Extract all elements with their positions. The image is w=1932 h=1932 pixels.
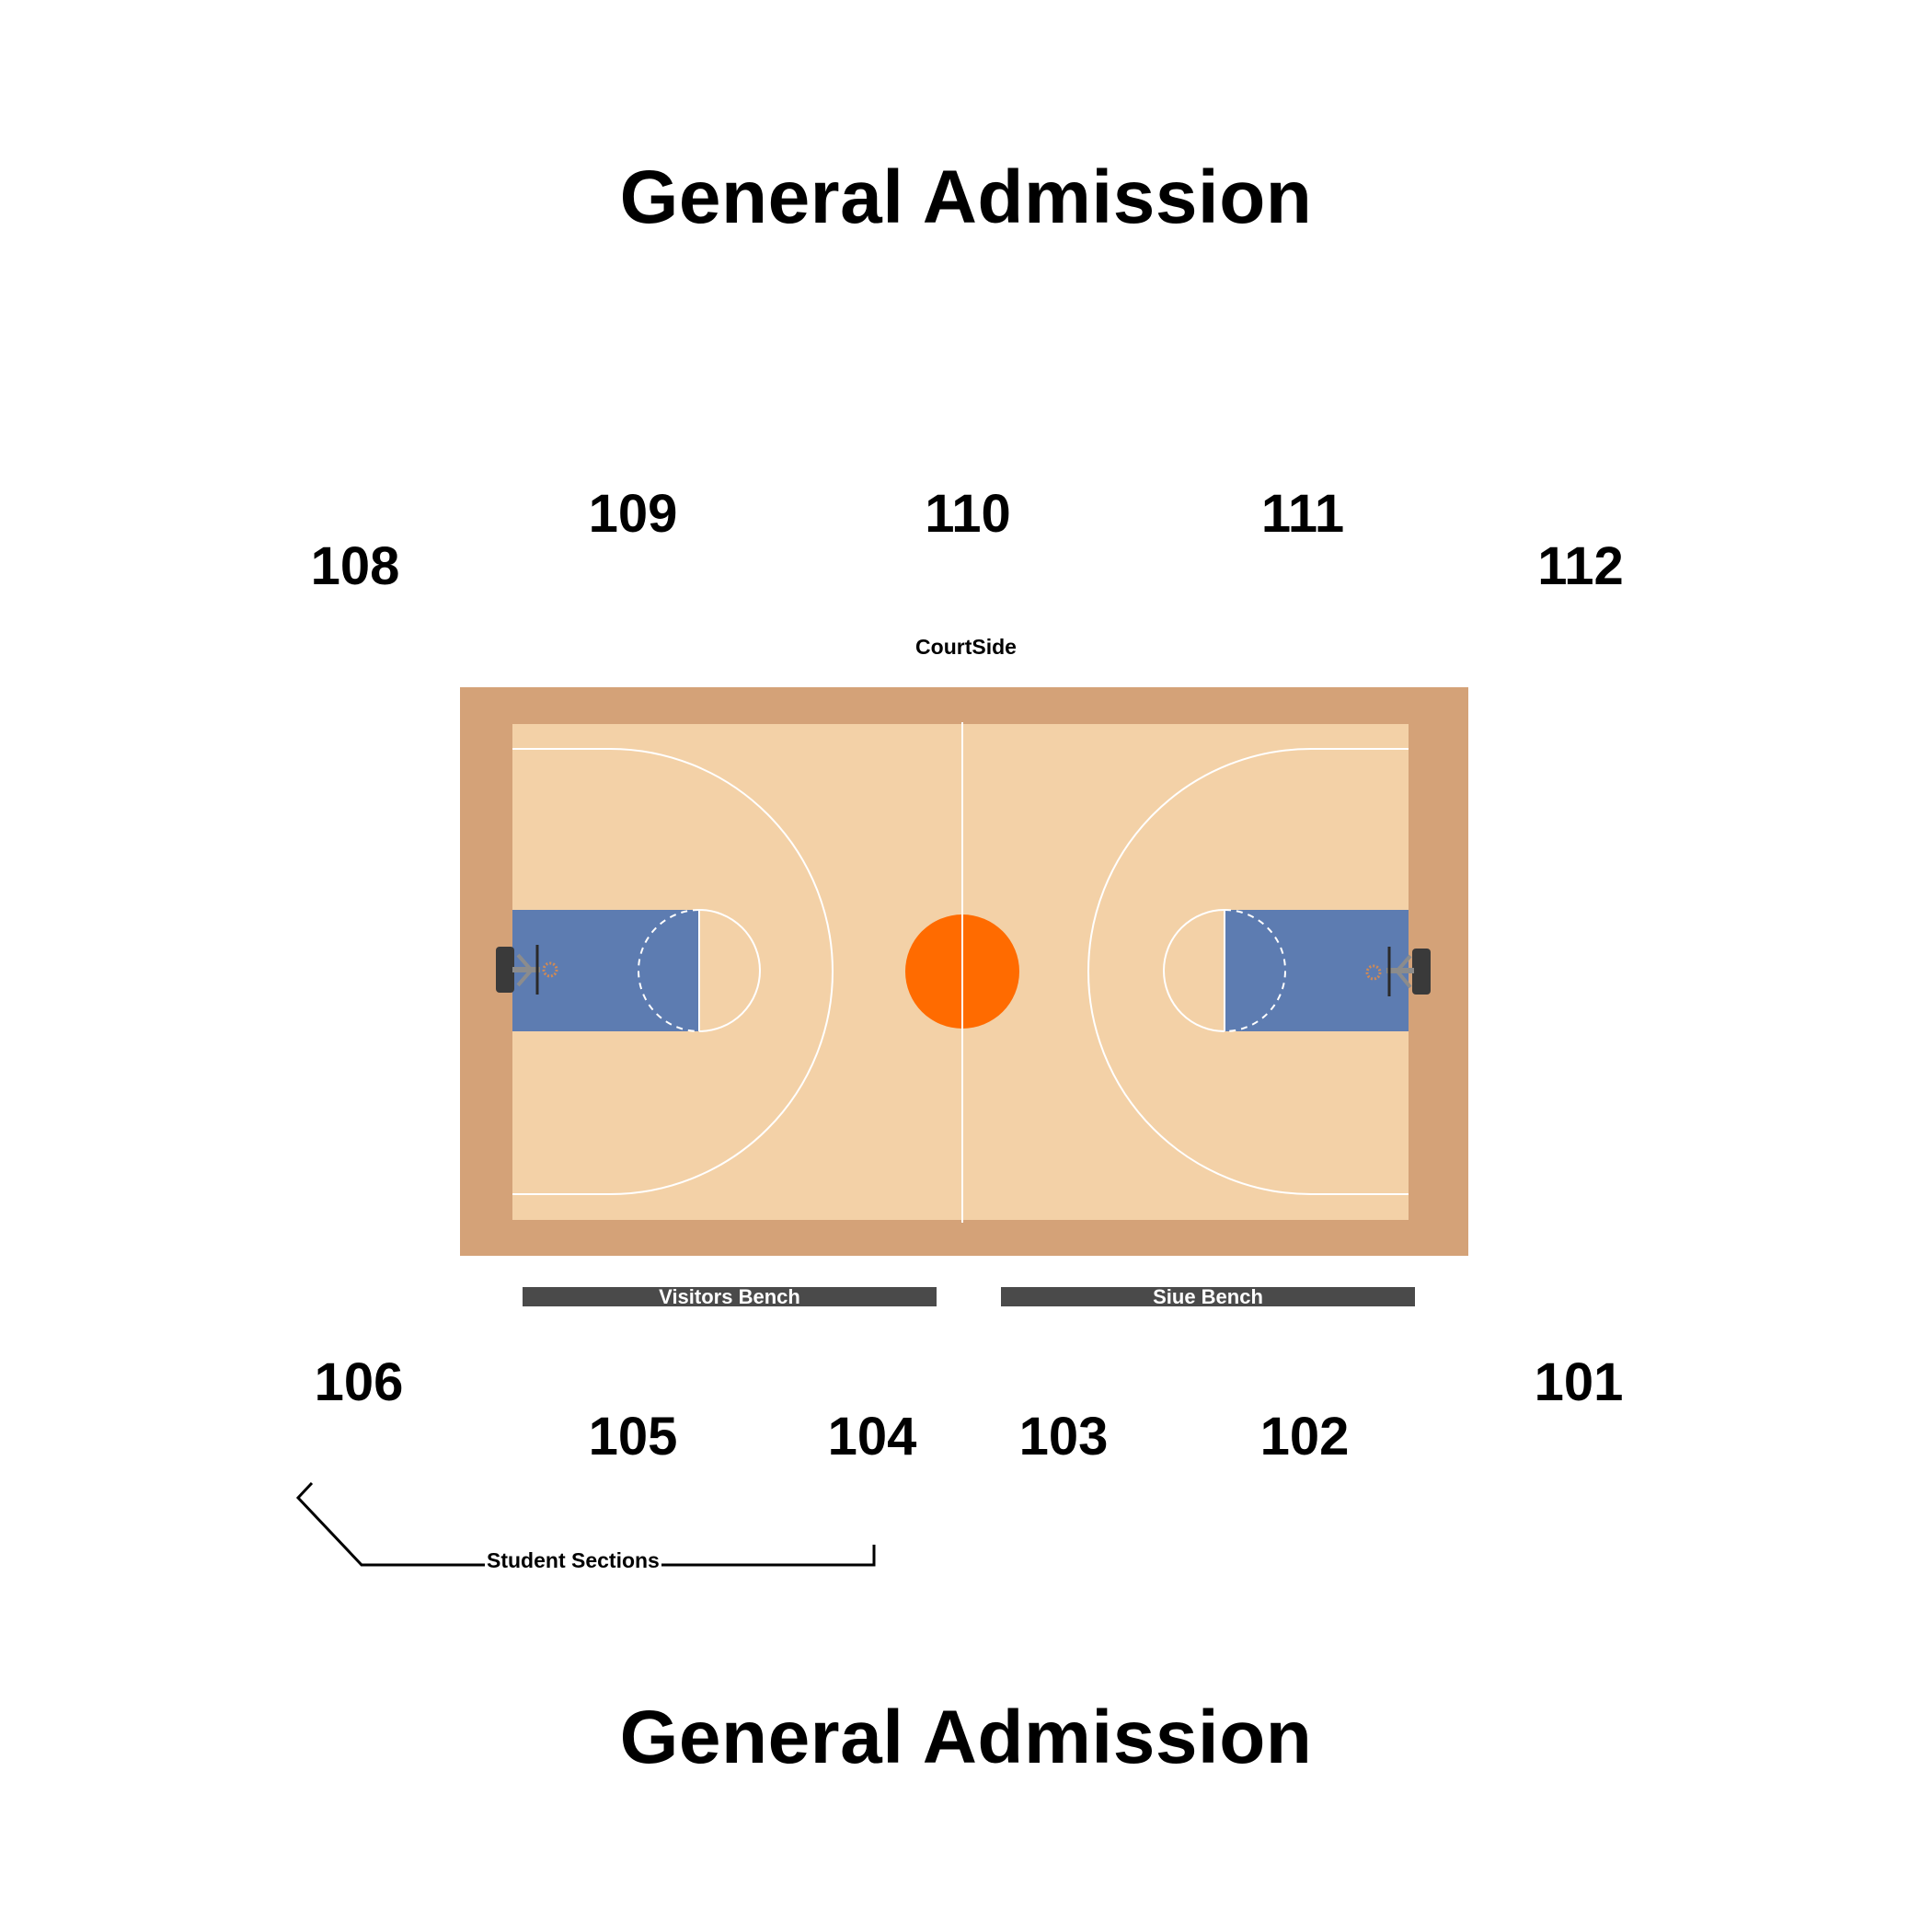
basketball-hoop-right-icon xyxy=(1365,947,1431,996)
section-101[interactable]: 101 xyxy=(1534,1352,1624,1412)
section-110[interactable]: 110 xyxy=(925,484,1011,544)
three-point-line-left xyxy=(512,748,834,1195)
visitors-bench[interactable]: Visitors Bench xyxy=(523,1287,937,1307)
free-throw-circle-right xyxy=(1163,909,1225,1032)
general-admission-top[interactable]: General Admission xyxy=(619,155,1313,239)
general-admission-bottom[interactable]: General Admission xyxy=(619,1696,1313,1779)
section-102[interactable]: 102 xyxy=(1259,1407,1350,1466)
section-103[interactable]: 103 xyxy=(1018,1407,1109,1466)
courtside-label[interactable]: CourtSide xyxy=(915,635,1017,659)
section-106[interactable]: 106 xyxy=(314,1352,404,1412)
section-108[interactable]: 108 xyxy=(310,536,400,596)
home-bench[interactable]: Siue Bench xyxy=(1001,1287,1415,1307)
student-sections-label[interactable]: Student Sections xyxy=(485,1548,661,1573)
section-105[interactable]: 105 xyxy=(588,1407,678,1466)
basketball-court xyxy=(460,687,1468,1256)
section-112[interactable]: 112 xyxy=(1537,536,1624,596)
basketball-hoop-left-icon xyxy=(496,945,558,995)
paint-left xyxy=(512,910,699,1031)
paint-right xyxy=(1225,910,1409,1031)
section-111[interactable]: 111 xyxy=(1260,484,1345,544)
free-throw-circle-left xyxy=(698,909,761,1032)
section-109[interactable]: 109 xyxy=(588,484,678,544)
three-point-line-right xyxy=(1087,748,1409,1195)
section-104[interactable]: 104 xyxy=(827,1407,917,1466)
